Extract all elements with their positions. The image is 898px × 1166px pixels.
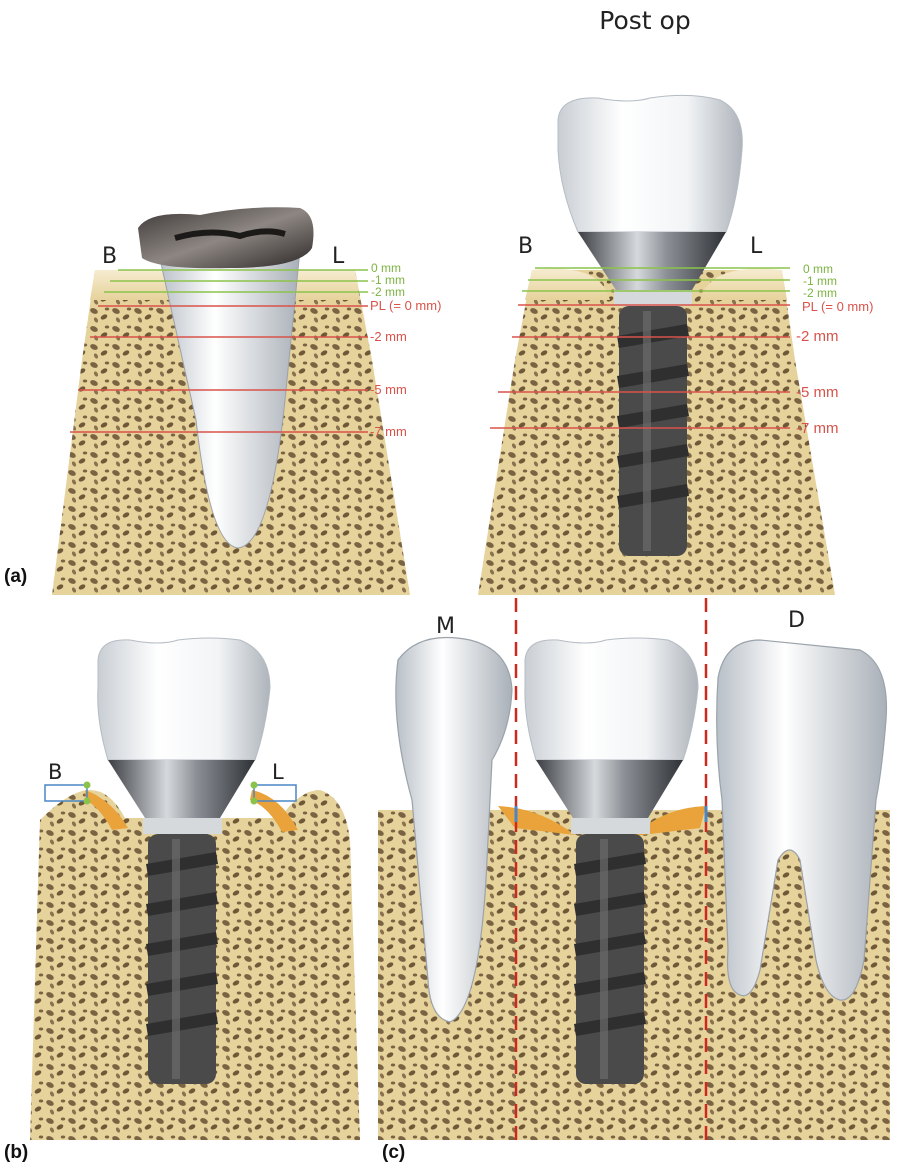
panel-label-a: (a)	[4, 566, 27, 587]
decayed-crown	[138, 207, 314, 268]
abutment-b	[108, 760, 255, 818]
level-minus2-green-postop: -2 mm	[803, 286, 837, 300]
implant-postop	[617, 306, 689, 556]
panel-label-b: (b)	[4, 1142, 28, 1163]
side-label-m: M	[436, 614, 455, 639]
abutment-c	[536, 760, 683, 818]
side-label-b-a: B	[102, 244, 117, 269]
side-label-b-b: B	[48, 760, 62, 784]
panel-c-diagram: M D	[378, 598, 890, 1145]
side-label-l-b: L	[272, 760, 284, 784]
level-minus5-postop: -5 mm	[796, 384, 839, 401]
panel-label-c: (c)	[382, 1142, 405, 1163]
side-label-b-postop: B	[518, 234, 533, 259]
header-title: Post op	[599, 6, 690, 35]
panel-a-preop-diagram: B L 0 mm -1 mm -2 mm PL (= 0 mm) -2 mm -…	[52, 207, 441, 595]
level-pl-a: PL (= 0 mm)	[370, 298, 441, 313]
side-label-d: D	[788, 608, 805, 633]
crown-b	[98, 638, 270, 760]
side-label-l-postop: L	[750, 234, 763, 259]
level-minus2-green-a: -2 mm	[371, 285, 405, 299]
crown-c	[525, 638, 698, 760]
level-minus2-postop: -2 mm	[796, 328, 839, 345]
level-minus7-a: -7 mm	[370, 424, 407, 439]
level-minus5-a: -5 mm	[370, 382, 407, 397]
implant-b	[146, 834, 218, 1084]
level-minus7-postop: -7 mm	[796, 420, 839, 437]
side-label-l-a: L	[332, 244, 345, 269]
panel-b-diagram: B L	[30, 638, 360, 1140]
implant-c	[574, 834, 646, 1084]
panel-a-postop-diagram: B L 0 mm -1 mm -2 mm PL (= 0 mm) -2 mm -…	[478, 95, 873, 595]
crown-postop	[558, 95, 742, 232]
level-minus2-a: -2 mm	[370, 329, 407, 344]
level-pl-postop: PL (= 0 mm)	[802, 299, 873, 314]
